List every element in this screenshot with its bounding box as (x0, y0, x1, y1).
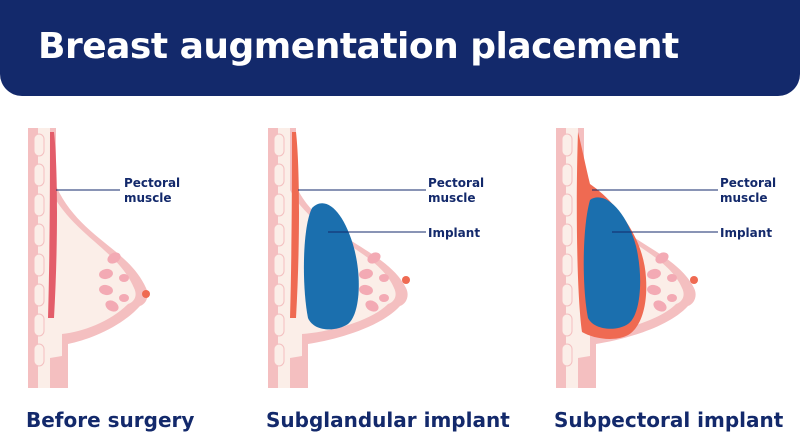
caption-subglandular: Subglandular implant (266, 408, 510, 432)
mammary-glands (99, 252, 129, 312)
mammary-glands (359, 252, 389, 312)
breast-diagram-before (28, 128, 150, 388)
breast-diagram-subglandular (268, 128, 426, 388)
breast-tissue (38, 128, 136, 388)
label-implant: Implant (428, 226, 481, 240)
ribs (273, 133, 285, 367)
nipple (402, 276, 410, 284)
nipple (142, 290, 150, 298)
implant (303, 203, 359, 330)
breast-diagram-subpectoral (556, 128, 718, 388)
page-title: Breast augmentation placement (38, 26, 679, 67)
ribs (33, 133, 45, 367)
pectoral-muscle (48, 132, 57, 318)
label-implant: Implant (720, 226, 773, 240)
ribs (561, 133, 573, 367)
pectoral-muscle (290, 132, 299, 318)
mammary-glands (647, 252, 677, 312)
title-banner: Breast augmentation placement (0, 0, 800, 96)
caption-before-surgery: Before surgery (26, 408, 195, 432)
caption-subpectoral: Subpectoral implant (554, 408, 784, 432)
implant (583, 197, 641, 329)
nipple (690, 276, 698, 284)
